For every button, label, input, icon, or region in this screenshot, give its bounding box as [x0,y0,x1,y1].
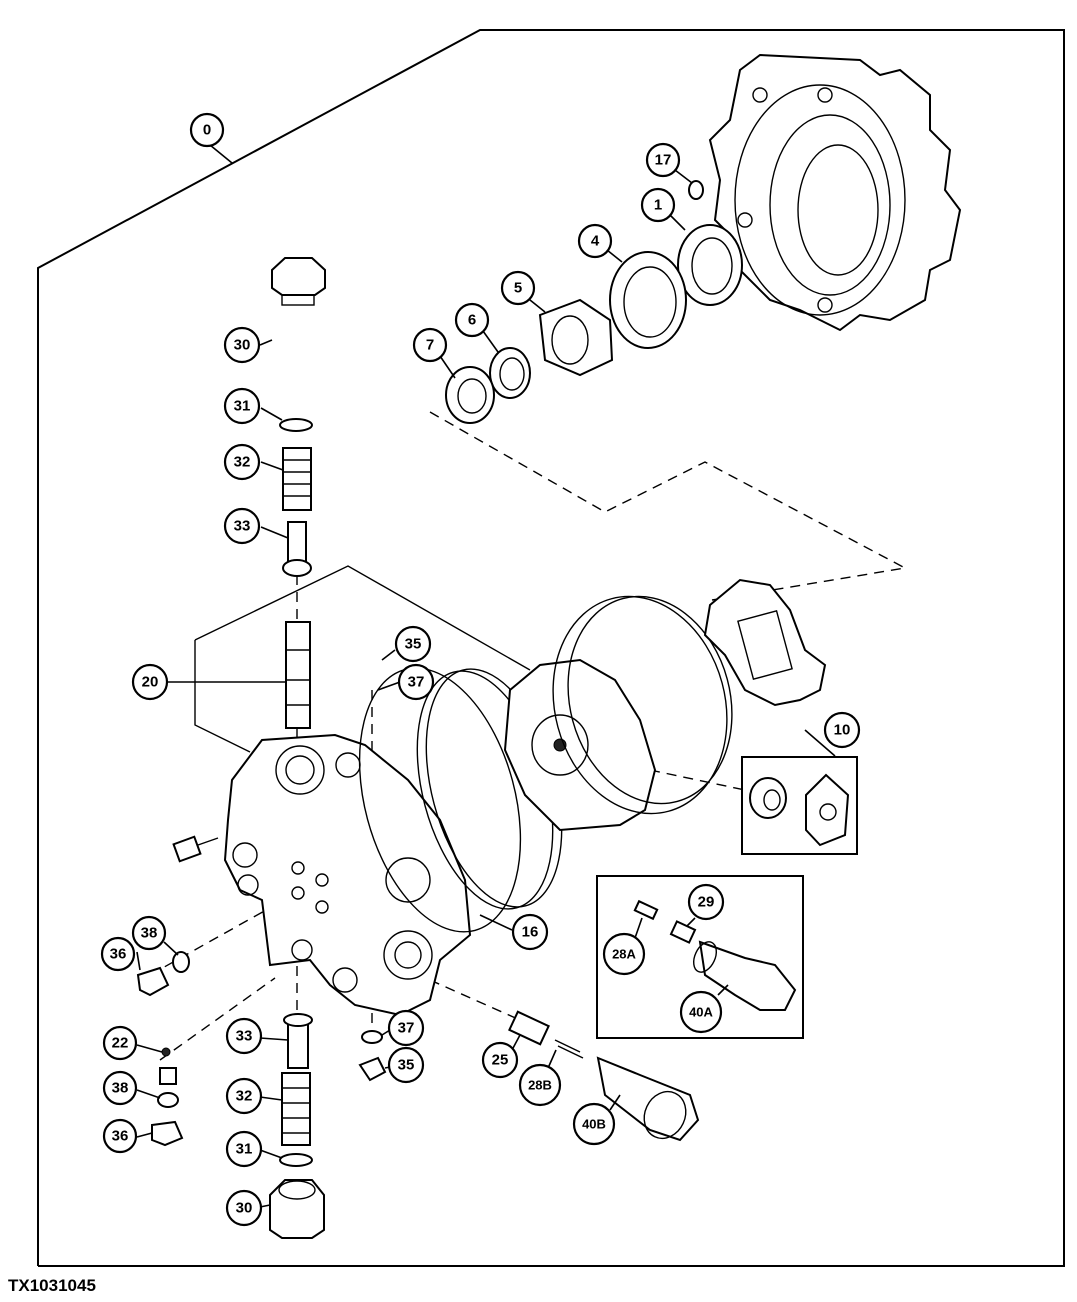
callout-label: 6 [468,312,476,329]
callout-30-top: 30 [223,326,261,364]
callout-label: 20 [142,674,159,691]
callout-20: 20 [131,663,169,701]
brake-plate [703,578,827,707]
leader-lines [136,169,836,1208]
callout-31-top: 31 [223,387,261,425]
callout-label: 28A [612,947,636,962]
callout-label: 22 [112,1035,129,1052]
callout-22: 22 [102,1025,138,1061]
callout-38-left: 38 [131,915,167,951]
callout-label: 30 [236,1200,253,1217]
callout-37-top: 37 [397,663,435,701]
callout-label: 32 [234,454,251,471]
callout-label: 38 [112,1080,129,1097]
callout-label: 36 [110,946,127,963]
callout-label: 37 [408,674,425,691]
callout-label: 35 [405,636,422,653]
callout-16: 16 [511,913,549,951]
callout-40A: 40A [679,990,723,1034]
fitting-left [172,835,219,863]
callout-label: 16 [522,924,539,941]
callout-33-bottom: 33 [225,1017,263,1055]
callout-28B: 28B [518,1063,562,1107]
figure-id: TX1031045 [8,1276,96,1295]
assembly-frame [37,29,1065,1267]
callout-label: 33 [234,518,251,535]
callout-label: 31 [236,1141,253,1158]
callout-label: 30 [234,337,251,354]
coupling-5 [538,298,614,377]
callout-0: 0 [189,112,225,148]
callout-40B: 40B [572,1102,616,1146]
motor-housing [708,53,962,332]
callout-label: 5 [514,280,522,297]
callout-label: 0 [203,122,211,139]
cover-plate [503,595,733,832]
kit-box-40A [596,875,804,1039]
callout-6: 6 [454,302,490,338]
callout-17: 17 [645,142,681,178]
callout-7: 7 [412,327,448,363]
ring-17 [688,180,704,200]
seal-1 [677,224,743,306]
callout-35-top: 35 [394,625,432,663]
callout-36-low: 36 [102,1118,138,1154]
callout-32-bottom: 32 [225,1077,263,1115]
callout-label: 36 [112,1128,129,1145]
callout-label: 35 [398,1057,415,1074]
valve-body [223,733,472,1017]
callout-35-bottom: 35 [387,1046,425,1084]
callout-label: 28B [528,1078,552,1093]
callout-4: 4 [577,223,613,259]
callout-29: 29 [687,883,725,921]
bearing-7 [445,366,495,424]
callout-37-bottom: 37 [387,1009,425,1047]
bearing-4 [609,251,687,349]
callout-label: 7 [426,337,434,354]
callout-31-bottom: 31 [225,1130,263,1168]
callout-33-top: 33 [223,507,261,545]
callout-label: 40B [582,1117,606,1132]
callout-32-top: 32 [223,443,261,481]
callout-10: 10 [823,711,861,749]
callout-30-bottom: 30 [225,1189,263,1227]
callout-36-left: 36 [100,936,136,972]
bottom-valve-stack [269,1013,325,1239]
callout-1: 1 [640,187,676,223]
callout-label: 10 [834,722,851,739]
kit-box-10 [741,756,858,855]
callout-label: 31 [234,398,251,415]
callout-label: 17 [655,152,672,169]
small-parts-right [358,1010,700,1142]
callout-label: 4 [591,233,600,250]
callout-label: 33 [236,1028,253,1045]
callout-label: 29 [698,894,715,911]
callout-28A: 28A [602,932,646,976]
callout-38-low: 38 [102,1070,138,1106]
callout-label: 40A [689,1005,713,1020]
callout-label: 1 [654,197,662,214]
callout-label: 25 [492,1052,509,1069]
callout-25: 25 [481,1041,519,1079]
small-parts-left [136,951,190,1147]
callout-5: 5 [500,270,536,306]
callout-label: 38 [141,925,158,942]
callout-label: 37 [398,1020,415,1037]
ring-6 [489,347,531,399]
top-valve-stack [194,257,531,753]
callout-label: 32 [236,1088,253,1105]
